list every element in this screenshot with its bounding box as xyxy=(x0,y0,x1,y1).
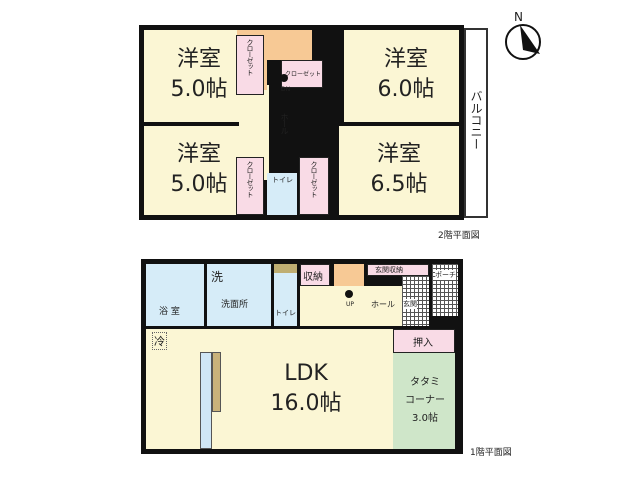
room-name: 洋室 xyxy=(383,47,428,72)
fridge-mark: 冷 xyxy=(152,332,167,350)
entrance-storage xyxy=(367,264,429,276)
toilet-1f xyxy=(274,273,297,326)
room-2f-western-nw xyxy=(144,30,239,122)
toilet-label: トイレ xyxy=(275,309,296,317)
closet-2f-se xyxy=(299,157,329,215)
washroom xyxy=(207,264,271,326)
entrance-label: 玄関 xyxy=(403,299,417,309)
ldk-size: 16.0帖 xyxy=(270,391,342,416)
floor2-caption: 2階平面図 xyxy=(438,231,480,241)
room-name: 洋室 xyxy=(176,47,221,72)
compass: N xyxy=(500,10,548,60)
room-2f-western-se xyxy=(339,126,459,215)
closet-2f-center xyxy=(281,60,323,88)
floor1-caption: 1階平面図 xyxy=(470,448,512,458)
closet-label: クローゼット xyxy=(285,71,322,78)
kitchen-counter xyxy=(200,352,212,449)
room-name: 洋室 xyxy=(376,142,421,167)
room-2f-western-sw xyxy=(144,126,239,215)
floor1-plan: 浴 室 洗面所 洗 トイレ 収納 UP 玄関収納 ポーチ ホール 玄関 冷 押入… xyxy=(141,259,463,454)
ldk xyxy=(146,329,393,449)
toilet-shelf xyxy=(274,264,297,273)
bath-label: 浴 室 xyxy=(159,307,180,317)
ldk-name: LDK xyxy=(284,361,328,386)
bathroom xyxy=(146,264,204,326)
toilet-2f xyxy=(267,173,297,215)
compass-north-label: N xyxy=(514,10,523,24)
hall-label: ホール xyxy=(371,300,395,309)
closet-2f-nw xyxy=(236,35,264,95)
stair-direction-dot xyxy=(345,290,353,298)
room-size: 5.0帖 xyxy=(170,172,228,197)
washer-mark: 洗 xyxy=(211,270,224,284)
closet-label: クローゼット xyxy=(246,161,254,197)
room-size: 6.0帖 xyxy=(377,77,435,102)
entrance-storage-label: 玄関収納 xyxy=(375,266,403,274)
toilet-label: トイレ xyxy=(272,176,293,184)
north-arrow-icon xyxy=(505,24,541,60)
room-name: 洋室 xyxy=(176,142,221,167)
washroom-label: 洗面所 xyxy=(221,300,249,310)
oshiire-label: 押入 xyxy=(413,338,433,349)
storage-label: 収納 xyxy=(303,272,323,283)
tatami-size: 3.0帖 xyxy=(412,413,438,424)
stair-down-label: DN xyxy=(281,86,291,93)
porch-label: ポーチ xyxy=(435,270,456,280)
tatami-corner xyxy=(393,353,455,449)
closet-label: クローゼット xyxy=(310,161,318,197)
closet-2f-sw xyxy=(236,157,264,215)
balcony-label: バルコニー xyxy=(469,90,483,150)
closet-label: クローゼット xyxy=(246,39,254,75)
tatami-name-2: コーナー xyxy=(405,395,445,406)
room-size: 6.5帖 xyxy=(370,172,428,197)
oshiire-closet xyxy=(393,329,455,353)
kitchen-peninsula xyxy=(212,352,221,412)
room-2f-western-ne xyxy=(344,30,459,122)
hall-label: ホール xyxy=(280,113,289,134)
floor2-plan: 洋室 5.0帖 洋室 6.0帖 洋室 5.0帖 洋室 6.5帖 クローゼット クローゼッ… xyxy=(139,25,464,220)
stair-up-label: UP xyxy=(346,301,355,308)
stair-direction-dot xyxy=(280,74,288,82)
tatami-name: タタミ xyxy=(410,377,440,388)
room-size: 5.0帖 xyxy=(170,77,228,102)
storage-1f xyxy=(300,264,330,286)
balcony: バルコニー xyxy=(464,28,488,218)
